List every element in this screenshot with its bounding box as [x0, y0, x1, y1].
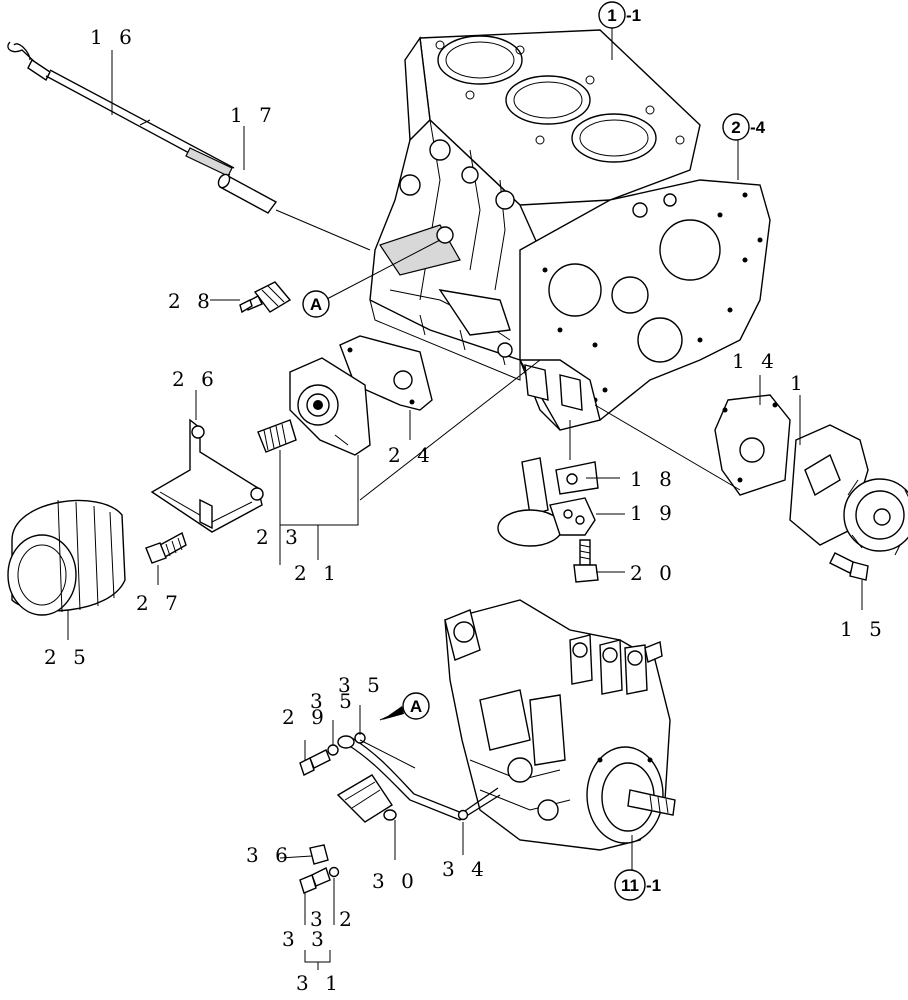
callout-31: 3 1 — [296, 971, 343, 995]
callout-34: 3 4 — [442, 857, 489, 881]
svg-text:-1: -1 — [626, 6, 641, 25]
pump-gasket — [714, 394, 791, 496]
bolt-15 — [829, 552, 869, 581]
callout-25: 2 5 — [44, 645, 91, 669]
bolt-20 — [573, 539, 599, 583]
oil-filter-base — [289, 357, 371, 456]
callout-23: 2 3 — [256, 525, 303, 549]
svg-text:2: 2 — [731, 118, 740, 137]
oil-pressure-switch — [239, 281, 292, 314]
oil-pipe — [336, 735, 501, 823]
oil-strainer — [497, 457, 599, 547]
svg-text:A: A — [310, 295, 322, 314]
callout-35-b: 3 5 — [338, 673, 385, 697]
svg-text:-1: -1 — [646, 876, 661, 895]
callout-16: 1 6 — [90, 25, 137, 49]
callout-21: 2 1 — [294, 561, 341, 585]
callout-28: 2 8 — [168, 289, 215, 313]
callout-29: 2 9 — [282, 705, 329, 729]
bolt-27 — [145, 531, 187, 564]
leader-lines — [67, 28, 863, 970]
injection-pump — [444, 599, 676, 851]
callout-33: 3 3 — [282, 927, 329, 951]
washer-34 — [457, 809, 469, 821]
oil-dipstick — [7, 41, 235, 177]
callout-numbers: 1 6 1 7 2 8 2 6 2 4 2 3 2 1 2 7 2 5 1 4 … — [44, 25, 887, 995]
oil-filter — [7, 499, 126, 616]
callout-18: 1 8 — [630, 467, 677, 491]
callout-24: 2 4 — [388, 443, 435, 467]
bolt-33 — [299, 867, 331, 894]
callout-17: 1 7 — [230, 103, 277, 127]
svg-text:11: 11 — [621, 876, 639, 895]
svg-text:1: 1 — [607, 6, 616, 25]
callout-27: 2 7 — [136, 591, 183, 615]
ref-1-1: 1 -1 — [598, 1, 641, 29]
callout-20: 2 0 — [630, 561, 677, 585]
connector-a-block: A — [302, 290, 330, 318]
callout-14: 1 4 — [732, 349, 779, 373]
cylinder-block — [369, 29, 771, 431]
strainer-bracket — [150, 418, 264, 533]
callout-30: 3 0 — [372, 869, 419, 893]
svg-text:-4: -4 — [750, 118, 766, 137]
relief-spring — [257, 419, 297, 453]
callout-36: 3 6 — [246, 843, 293, 867]
callout-35-a: 3 5 — [310, 689, 357, 713]
callout-26: 2 6 — [172, 367, 219, 391]
dipstick-guide — [217, 173, 278, 214]
callout-1: 1 — [790, 371, 808, 395]
washer-32 — [328, 866, 340, 878]
ref-11-1: 11 -1 — [614, 869, 661, 901]
ref-2-4: 2 -4 — [722, 113, 766, 141]
svg-text:A: A — [410, 697, 422, 716]
connector-a-pump: A — [382, 692, 430, 720]
callout-32: 3 2 — [310, 907, 357, 931]
eye-bolt-36 — [309, 844, 329, 865]
oil-pump — [789, 424, 908, 556]
washer-35a — [327, 744, 339, 756]
callout-15: 1 5 — [840, 617, 887, 641]
callout-19: 1 9 — [630, 501, 677, 525]
bolt-29 — [299, 749, 331, 776]
